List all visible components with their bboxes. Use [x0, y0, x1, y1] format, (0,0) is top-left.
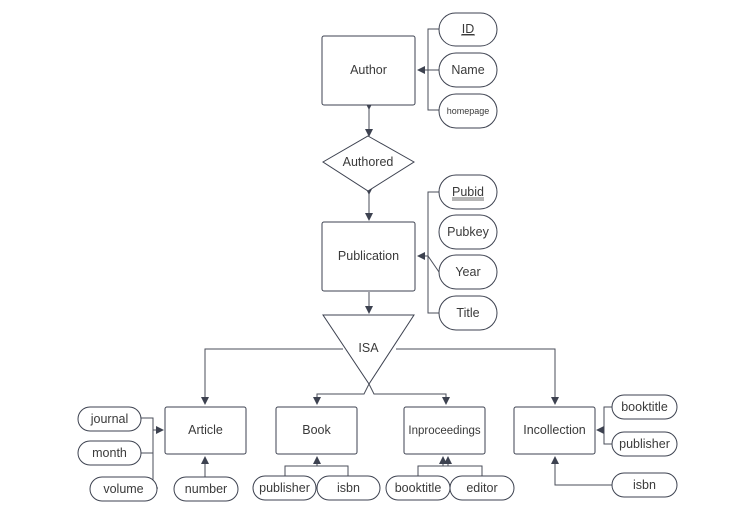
attribute-article-month-label: month [92, 446, 127, 460]
attribute-book-publisher[interactable]: publisher [252, 475, 317, 501]
attribute-author-name-label: Name [451, 63, 484, 77]
attribute-inproc-booktitle-label: booktitle [395, 481, 442, 495]
attribute-pub-pubid[interactable]: Pubid [438, 174, 498, 210]
entity-incollection-label: Incollection [523, 423, 586, 437]
entity-book-label: Book [302, 423, 331, 437]
relationship-isa-label: ISA [358, 341, 379, 355]
entity-author[interactable]: Author [321, 35, 416, 106]
publication-year-connector [427, 255, 440, 273]
attribute-pub-year[interactable]: Year [438, 254, 498, 290]
attribute-pub-pubid-label: Pubid [452, 185, 484, 199]
relationship-isa[interactable]: ISA [322, 314, 415, 385]
attribute-article-journal[interactable]: journal [77, 406, 142, 432]
isa-article-connector [201, 348, 343, 405]
isa-book-connector [313, 383, 370, 405]
incollection-right-attributes-bracket [603, 406, 612, 445]
publication-attributes-bracket [427, 191, 439, 314]
attribute-author-homepage-label: homepage [447, 106, 490, 116]
attribute-inproc-editor[interactable]: editor [449, 475, 515, 501]
relationship-authored-label: Authored [343, 155, 394, 169]
attribute-article-volume[interactable]: volume [89, 476, 158, 502]
attribute-author-id-label: ID [462, 22, 475, 36]
attribute-pub-title-label: Title [456, 306, 479, 320]
attribute-incoll-isbn[interactable]: isbn [611, 472, 678, 498]
isa-inproceedings-connector [368, 383, 450, 405]
attribute-inproc-editor-label: editor [466, 481, 497, 495]
entity-inproceedings[interactable]: Inproceedings [403, 406, 486, 455]
attribute-article-number-label: number [185, 482, 227, 496]
attribute-article-volume-label: volume [103, 482, 143, 496]
attribute-pub-year-label: Year [455, 265, 480, 279]
entity-incollection[interactable]: Incollection [513, 406, 596, 455]
relationship-authored[interactable]: Authored [322, 135, 415, 192]
isa-incollection-connector [396, 348, 559, 405]
incollection-isbn-connector [551, 456, 612, 486]
book-attributes-bracket [284, 465, 349, 477]
attribute-incoll-publisher[interactable]: publisher [611, 431, 678, 457]
attribute-author-id[interactable]: ID [438, 12, 498, 47]
attribute-article-month[interactable]: month [77, 440, 142, 466]
attribute-pub-pubkey-label: Pubkey [447, 225, 489, 239]
attribute-incoll-publisher-label: publisher [619, 437, 670, 451]
attribute-incoll-booktitle[interactable]: booktitle [611, 394, 678, 420]
attribute-article-number[interactable]: number [173, 476, 239, 502]
attribute-incoll-isbn-label: isbn [633, 478, 656, 492]
attribute-article-journal-label: journal [90, 412, 129, 426]
attribute-pub-title[interactable]: Title [438, 295, 498, 331]
entity-article-label: Article [188, 423, 223, 437]
entity-article[interactable]: Article [164, 406, 247, 455]
attribute-book-publisher-label: publisher [259, 481, 310, 495]
attribute-author-homepage[interactable]: homepage [438, 93, 498, 129]
attribute-author-name[interactable]: Name [438, 52, 498, 88]
attribute-inproc-booktitle[interactable]: booktitle [385, 475, 451, 501]
entity-publication[interactable]: Publication [321, 221, 416, 292]
attribute-incoll-booktitle-label: booktitle [621, 400, 668, 414]
entity-book[interactable]: Book [275, 406, 358, 455]
entity-inproceedings-label: Inproceedings [408, 425, 480, 437]
attribute-book-isbn[interactable]: isbn [316, 475, 381, 501]
entity-publication-label: Publication [338, 249, 399, 263]
inproceedings-attributes-bracket [417, 465, 483, 477]
entity-author-label: Author [350, 63, 387, 77]
attribute-pub-pubkey[interactable]: Pubkey [438, 214, 498, 250]
attribute-book-isbn-label: isbn [337, 481, 360, 495]
